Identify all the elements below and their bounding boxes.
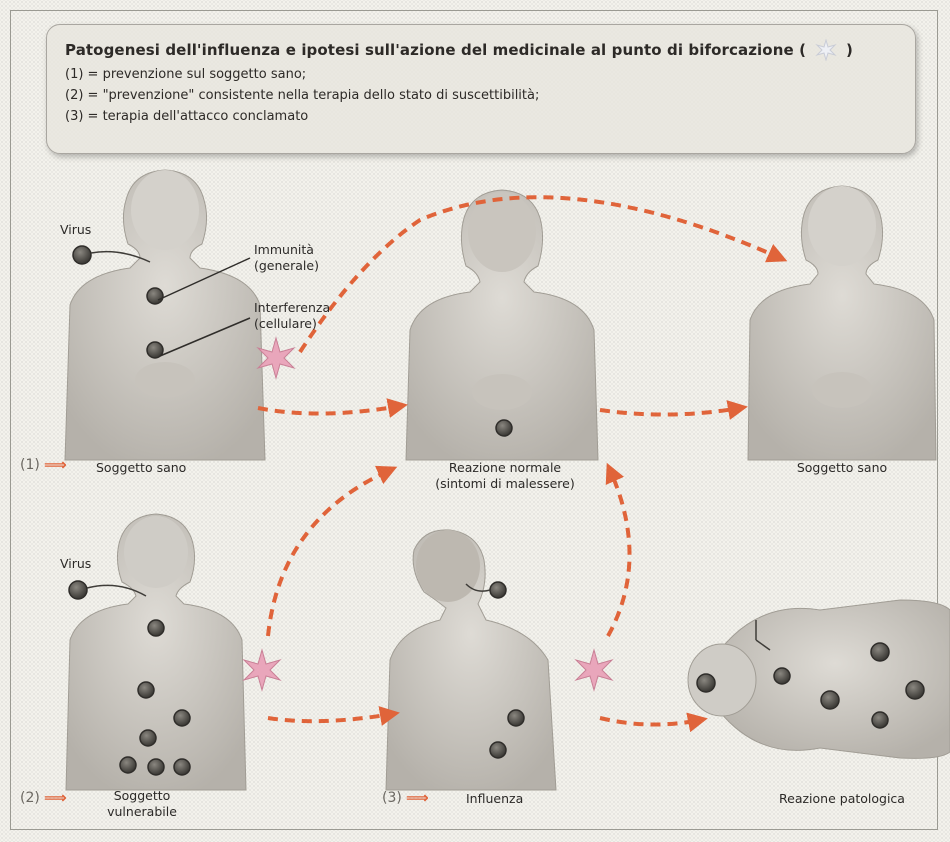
- label-soggetto-sano-right: Soggetto sano: [797, 460, 887, 476]
- figure-pathological-reaction: [688, 600, 950, 758]
- marker-3-text: (3): [382, 790, 402, 806]
- figure-healthy-left: [65, 170, 265, 460]
- legend-box: Patogenesi dell'influenza e ipotesi sull…: [46, 24, 916, 154]
- legend-title-close: ): [846, 41, 853, 59]
- figure-vulnerable: [66, 514, 246, 790]
- legend-title: Patogenesi dell'influenza e ipotesi sull…: [65, 39, 897, 61]
- marker-3: (3) ⟹: [382, 788, 429, 807]
- label-virus-bottom: Virus: [60, 556, 91, 572]
- marker-3-arrow-icon: ⟹: [406, 788, 429, 807]
- legend-line-2: (2) = "prevenzione" consistente nella te…: [65, 88, 897, 103]
- figure-healthy-right: [748, 186, 936, 460]
- label-reazione-normale: Reazione normale (sintomi di malessere): [435, 460, 574, 492]
- legend-title-text: Patogenesi dell'influenza e ipotesi sull…: [65, 41, 806, 59]
- marker-1-text: (1): [20, 457, 40, 473]
- figure-influenza: [386, 530, 556, 790]
- label-influenza: Influenza: [466, 791, 523, 807]
- marker-2-arrow-icon: ⟹: [44, 788, 67, 807]
- bifurcation-star-icon: [812, 39, 840, 61]
- legend-line-3: (3) = terapia dell'attacco conclamato: [65, 109, 897, 124]
- label-soggetto-vulnerabile: Soggetto vulnerabile: [107, 788, 177, 820]
- marker-1: (1) ⟹: [20, 455, 67, 474]
- legend-line-1: (1) = prevenzione sul soggetto sano;: [65, 67, 897, 82]
- marker-2-text: (2): [20, 790, 40, 806]
- label-soggetto-sano-left: Soggetto sano: [96, 460, 186, 476]
- label-immunita: Immunità (generale): [254, 242, 319, 274]
- label-virus-top: Virus: [60, 222, 91, 238]
- marker-1-arrow-icon: ⟹: [44, 455, 67, 474]
- label-reazione-patologica: Reazione patologica: [779, 791, 905, 807]
- label-interferenza: Interferenza (cellulare): [254, 300, 330, 332]
- marker-2: (2) ⟹: [20, 788, 67, 807]
